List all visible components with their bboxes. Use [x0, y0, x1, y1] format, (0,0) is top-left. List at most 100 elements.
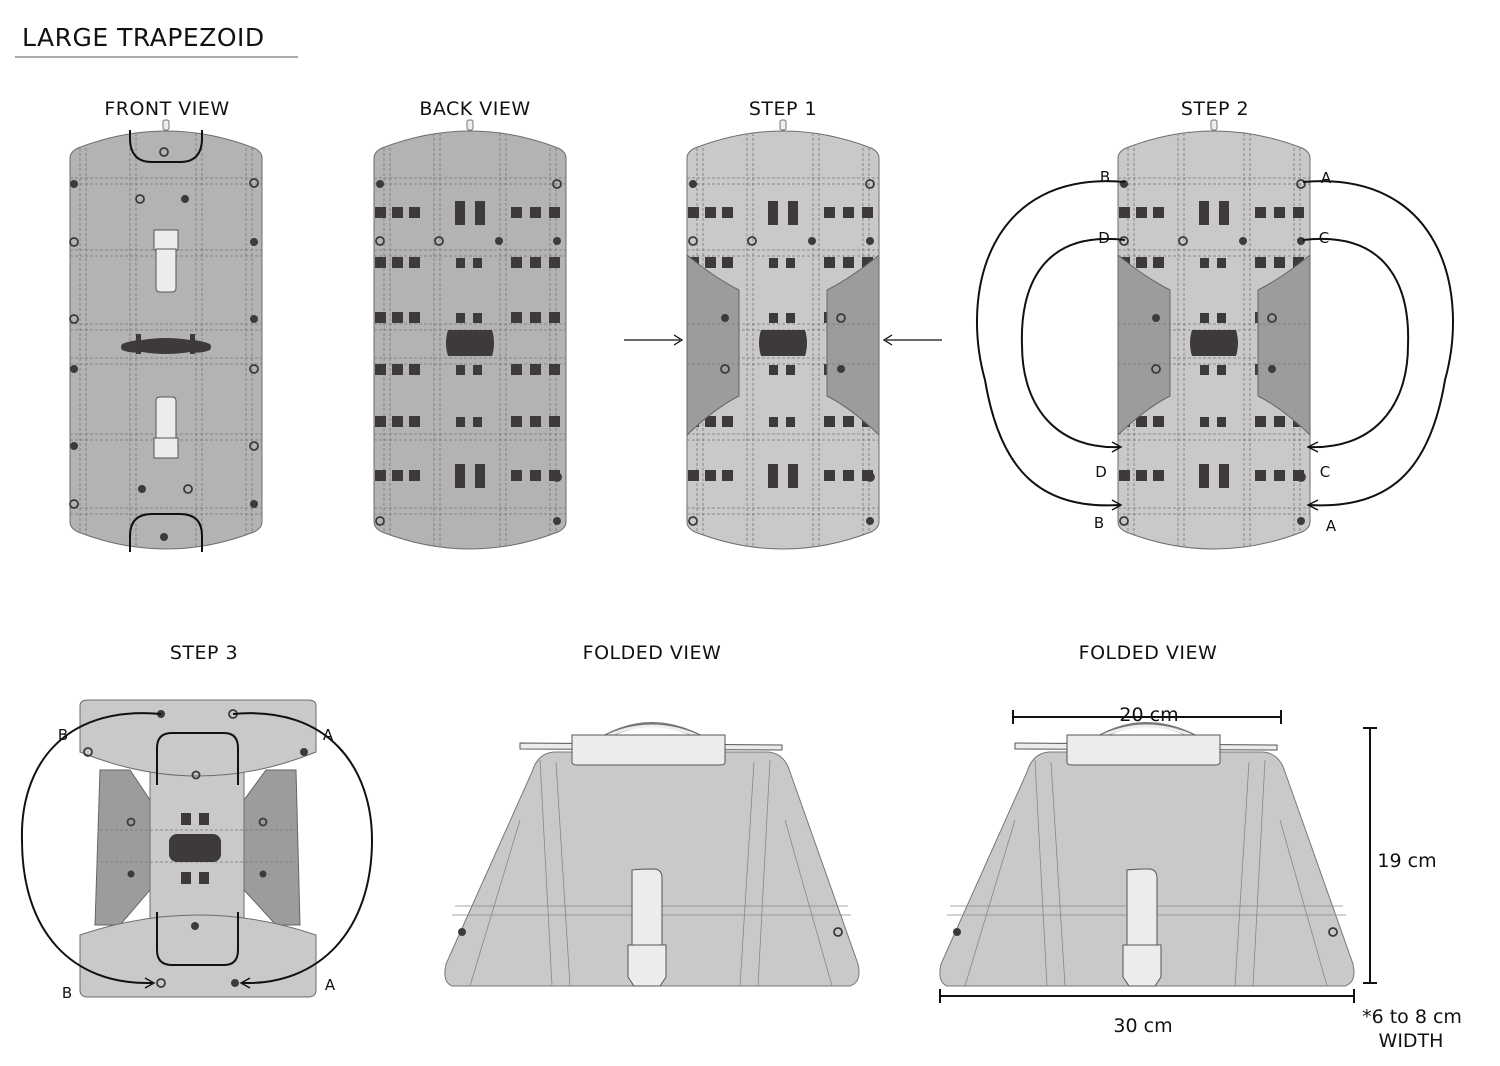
square-patch — [1255, 470, 1266, 481]
point-label-a: A — [1321, 169, 1332, 187]
eyelet — [249, 441, 259, 451]
back-view-label: BACK VIEW — [419, 98, 530, 120]
square-patch — [688, 207, 699, 218]
square-patch — [1136, 257, 1147, 268]
tall-patch — [1199, 464, 1209, 488]
square-patch — [511, 416, 522, 427]
square-patch — [530, 207, 541, 218]
square-patch — [409, 364, 420, 375]
eyelet — [375, 516, 385, 526]
square-patch — [769, 417, 778, 427]
eyelet — [495, 237, 503, 245]
eyelet — [1328, 927, 1338, 937]
step1-arrows — [624, 334, 942, 346]
square-patch — [1200, 365, 1209, 375]
seam-line — [1252, 759, 1266, 987]
square-patch — [1255, 257, 1266, 268]
front-strap — [631, 868, 663, 946]
square-patch — [473, 365, 482, 375]
square-patch — [375, 416, 386, 427]
eyelet — [1297, 237, 1305, 245]
square-patch — [769, 365, 778, 375]
eyelet — [1151, 364, 1161, 374]
square-patch — [511, 257, 522, 268]
square-patch — [549, 207, 560, 218]
square-patch — [1136, 416, 1147, 427]
square-patch — [409, 312, 420, 323]
square-patch — [824, 470, 835, 481]
square-patch — [473, 313, 482, 323]
eyelet — [552, 472, 562, 482]
square-patch — [392, 364, 403, 375]
square-patch — [530, 416, 541, 427]
square-patch — [530, 257, 541, 268]
eyelet — [1268, 365, 1276, 373]
top-closure-outline — [129, 130, 203, 163]
eyelet — [721, 314, 729, 322]
tall-patch — [475, 464, 485, 488]
square-patch — [456, 258, 465, 268]
eyelet — [837, 365, 845, 373]
handle-bracket — [190, 334, 195, 354]
square-patch — [375, 207, 386, 218]
square-patch — [1136, 470, 1147, 481]
eyelet — [70, 180, 78, 188]
tall-patch — [1219, 464, 1229, 488]
handle-bracket — [136, 334, 141, 354]
square-patch — [862, 207, 873, 218]
square-patch — [1255, 416, 1266, 427]
square-patch — [375, 312, 386, 323]
eyelet — [808, 237, 816, 245]
back-view-panel — [373, 119, 567, 550]
square-patch — [843, 470, 854, 481]
strap-tab — [153, 229, 179, 251]
square-patch — [769, 313, 778, 323]
square-patch — [862, 470, 873, 481]
step1-panel — [686, 119, 880, 550]
square-patch — [705, 470, 716, 481]
eyelet — [720, 364, 730, 374]
eyelet — [1152, 314, 1160, 322]
point-label-b: B — [1094, 514, 1104, 532]
square-patch — [473, 258, 482, 268]
square-patch — [1200, 258, 1209, 268]
top-handle-inner — [1099, 724, 1196, 739]
step2-panel — [1117, 119, 1311, 550]
seam-line — [1279, 819, 1328, 987]
eyelet — [1120, 473, 1128, 481]
square-patch — [1200, 313, 1209, 323]
center-patch — [446, 330, 494, 356]
tall-patch — [455, 464, 465, 488]
eyelet — [953, 928, 961, 936]
square-patch — [1274, 416, 1285, 427]
dimensions: 20 cm 19 cm 30 cm *6 to 8 cm WIDTH — [939, 704, 1462, 1052]
point-label-d: D — [1095, 463, 1107, 481]
front-view-label: FRONT VIEW — [104, 98, 229, 120]
step3-assembly: B A B A — [20, 699, 374, 1002]
top-handle-inner — [604, 724, 701, 739]
seam-line — [757, 759, 771, 987]
eyelet — [866, 237, 874, 245]
point-label-c: C — [1319, 229, 1329, 247]
flap-outline — [156, 732, 239, 785]
square-patch — [1217, 313, 1226, 323]
loop-b — [20, 712, 162, 985]
eyelet — [375, 236, 385, 246]
depth-note: *6 to 8 cm — [1362, 1006, 1462, 1028]
square-patch — [473, 417, 482, 427]
eyelet — [249, 178, 259, 188]
center-patch — [1190, 330, 1238, 356]
eyelet — [553, 517, 561, 525]
front-strap — [1126, 868, 1158, 946]
square-patch — [392, 257, 403, 268]
square-patch — [409, 470, 420, 481]
point-label-b: B — [58, 726, 68, 744]
square-patch — [392, 312, 403, 323]
square-patch — [456, 313, 465, 323]
point-label-a: A — [325, 976, 336, 994]
eyelet — [1296, 472, 1306, 482]
point-label-a: A — [323, 726, 334, 744]
eyelet — [689, 180, 697, 188]
square-patch — [1153, 207, 1164, 218]
handle-icon — [121, 338, 211, 354]
